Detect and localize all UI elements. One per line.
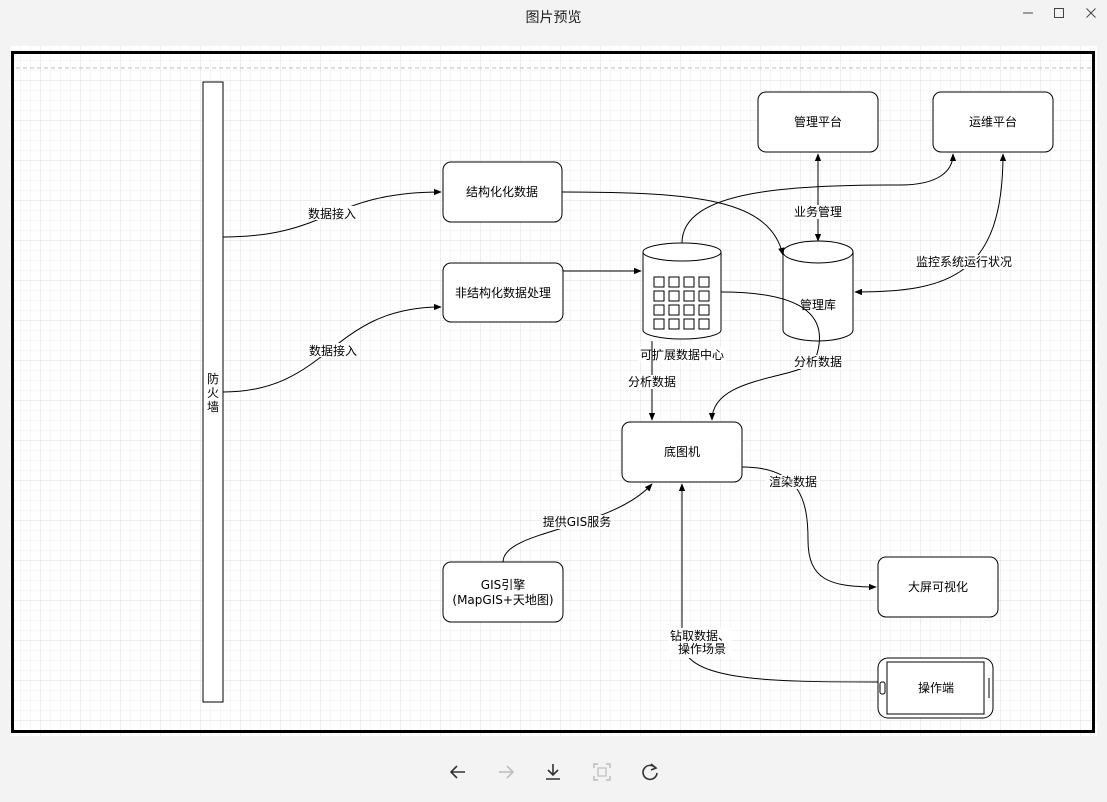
management-db-label: 管理库: [800, 297, 836, 312]
close-icon: [1086, 8, 1096, 18]
gis-engine-node: [442, 561, 564, 623]
edge-label-analysis-1: 分析数据: [628, 374, 676, 389]
minimize-icon: [1023, 12, 1033, 14]
diagram-image: 防 火 墙 结构化化数据 非结构化数据处理 管理平台 运维平台 可扩展数据中心 …: [10, 46, 1097, 736]
unstructured-processing-label: 非结构化数据处理: [455, 285, 551, 300]
outer-frame: [11, 51, 1095, 733]
image-viewer[interactable]: 防 火 墙 结构化化数据 非结构化数据处理 管理平台 运维平台 可扩展数据中心 …: [0, 32, 1107, 744]
fit-screen-button[interactable]: [588, 758, 616, 786]
operator-terminal-node: [877, 657, 994, 719]
window-title: 图片预览: [525, 10, 582, 26]
big-screen-node: [877, 556, 999, 618]
fit-screen-icon: [593, 763, 611, 781]
close-button[interactable]: [1078, 3, 1104, 23]
map-machine-label: 底图机: [664, 444, 700, 459]
title-bar: 图片预览: [0, 0, 1107, 32]
edge-label-gis-service: 提供GIS服务: [543, 514, 611, 529]
operator-terminal-label: 操作端: [918, 680, 954, 695]
management-platform-node: [757, 91, 879, 153]
previous-button[interactable]: [444, 758, 472, 786]
firewall-char-1: 防: [207, 371, 219, 386]
big-screen-label: 大屏可视化: [908, 579, 968, 594]
ops-platform-label: 运维平台: [969, 114, 1017, 129]
edge-label-fetch-1: 钻取数据、: [670, 628, 730, 643]
data-center-label: 可扩展数据中心: [640, 347, 724, 362]
edge-label-render: 渲染数据: [769, 474, 817, 489]
rotate-button[interactable]: [636, 758, 664, 786]
edge-label-business-mgmt: 业务管理: [794, 204, 842, 219]
firewall-char-3: 墙: [207, 400, 219, 414]
edge-label-analysis-2: 分析数据: [794, 354, 842, 369]
firewall-char-2: 火: [207, 386, 219, 400]
unstructured-processing-node: [442, 262, 564, 323]
next-button[interactable]: [492, 758, 520, 786]
arrow-left-icon: [449, 765, 465, 779]
maximize-icon: [1054, 8, 1064, 18]
map-machine-node: [621, 421, 743, 483]
data-center-node: [642, 242, 722, 340]
management-platform-label: 管理平台: [794, 114, 842, 129]
edge-label-fetch-2: 操作场景: [678, 641, 726, 656]
edge-label-data-access-2: 数据接入: [309, 343, 357, 358]
gis-engine-label-2: (MapGIS+天地图): [452, 593, 553, 607]
download-button[interactable]: [539, 758, 567, 786]
edge-label-data-access-1: 数据接入: [308, 206, 356, 221]
viewer-toolbar: [0, 752, 1107, 792]
structured-data-label: 结构化化数据: [466, 184, 538, 199]
ops-platform-node: [932, 91, 1054, 153]
edge-label-monitor: 监控系统运行状况: [916, 255, 1012, 269]
gis-engine-label-1: GIS引擎: [481, 577, 525, 592]
rotate-icon: [642, 763, 658, 781]
download-icon: [546, 764, 560, 780]
maximize-button[interactable]: [1046, 3, 1072, 23]
arrow-right-icon: [499, 765, 515, 779]
minimize-button[interactable]: [1015, 3, 1041, 23]
management-db-node: [782, 240, 854, 342]
